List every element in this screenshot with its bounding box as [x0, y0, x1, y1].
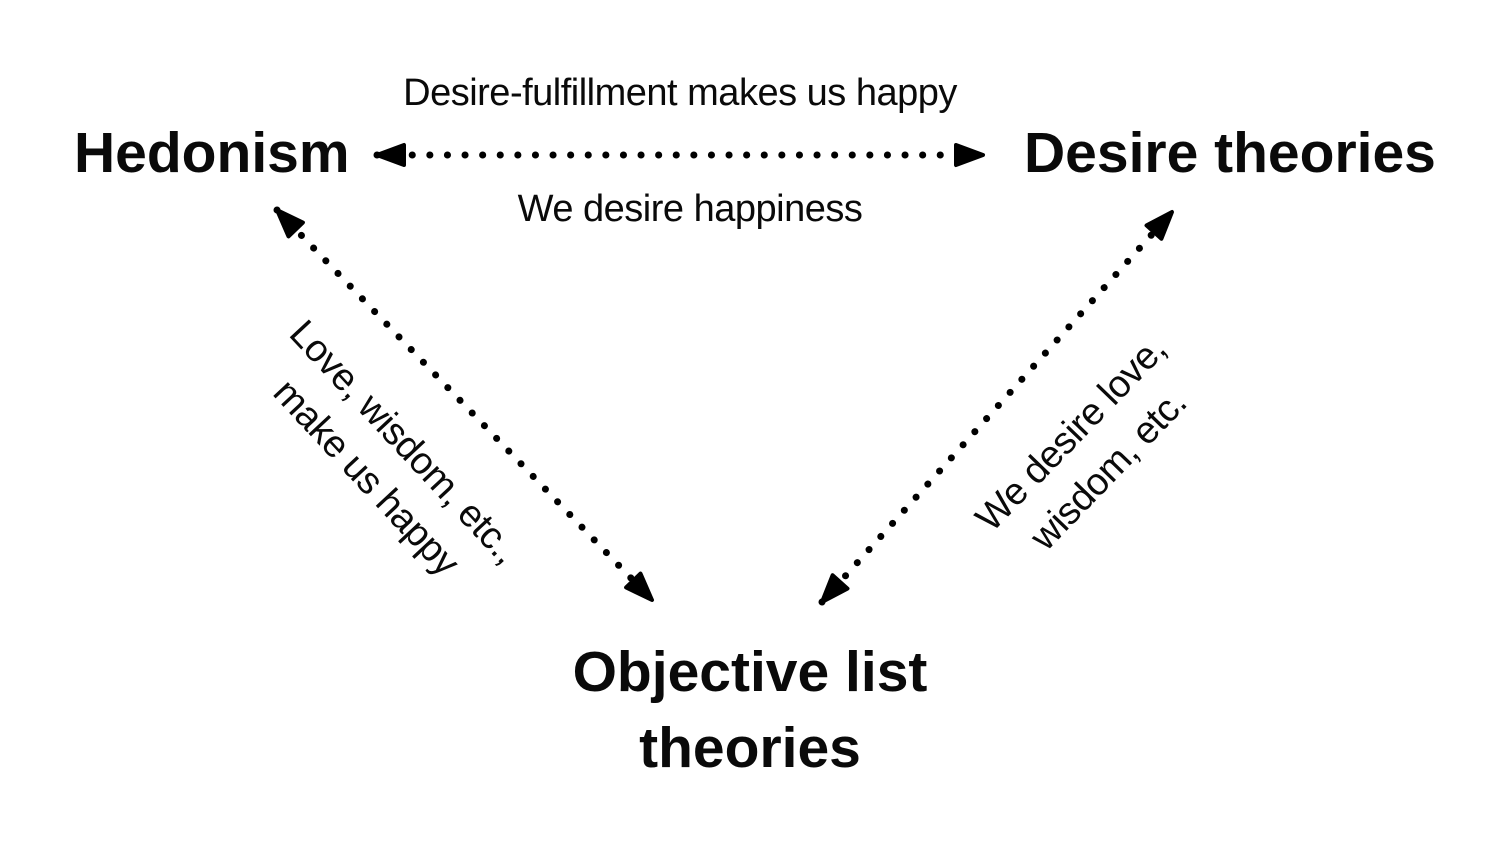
- edge-label-we-desire-happiness: We desire happiness: [517, 188, 863, 230]
- edge-objective-desire-arrow: [818, 208, 1176, 606]
- edge-hedonism-objective-arrow: [273, 206, 656, 604]
- node-desire-theories: Desire theories: [1024, 121, 1436, 185]
- node-objective-list-theories: Objective list theories: [573, 634, 928, 786]
- node-hedonism: Hedonism: [74, 121, 350, 185]
- objective-list-line2: theories: [639, 716, 861, 780]
- edge-label-desire-fulfillment-makes-us-happy: Desire-fulfillment makes us happy: [403, 72, 957, 114]
- objective-list-line1: Objective list: [572, 640, 928, 704]
